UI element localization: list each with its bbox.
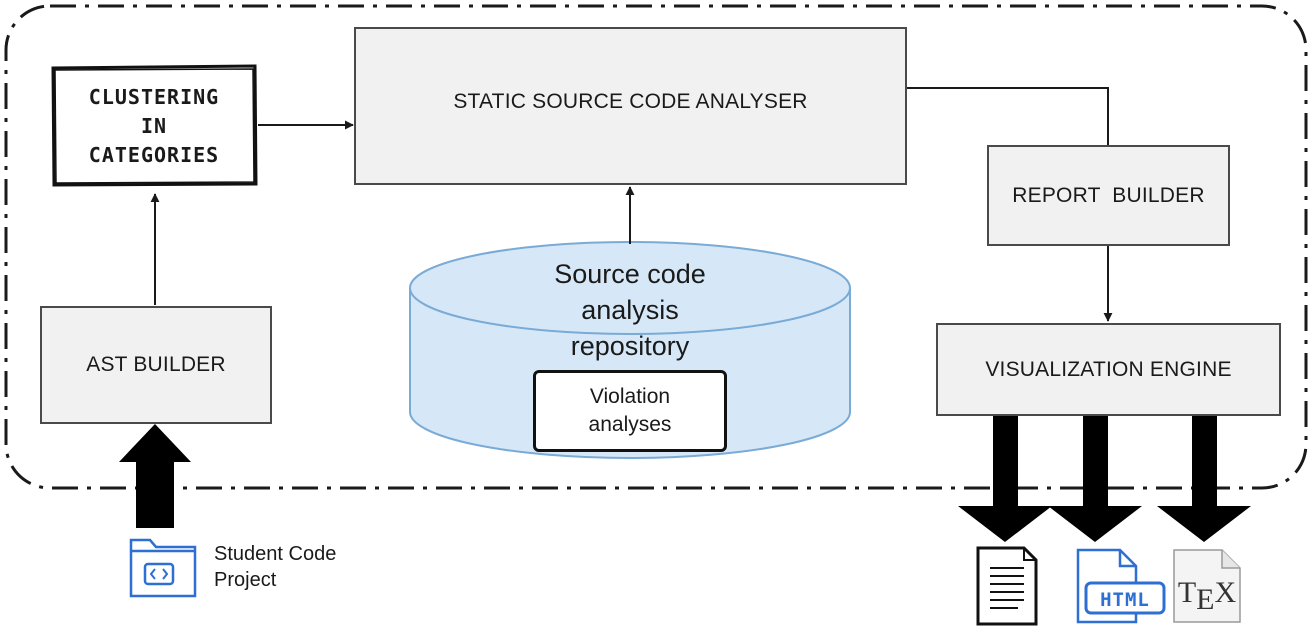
report-builder-label: REPORT BUILDER: [1012, 183, 1205, 207]
violation-analyses-box: Violation analyses: [533, 370, 727, 452]
violation-analyses-label: Violation analyses: [589, 383, 672, 439]
static-analyser-label: STATIC SOURCE CODE ANALYSER: [453, 90, 808, 113]
html-badge-text: HTML: [1100, 589, 1150, 611]
repository-title-line-1: Source code: [554, 259, 706, 289]
clustering-box: CLUSTERING IN CATEGORIES: [50, 64, 258, 188]
static-analyser-box: STATIC SOURCE CODE ANALYSER: [354, 27, 907, 185]
ast-builder-box: AST BUILDER: [40, 306, 272, 424]
html-file-icon: HTML: [1076, 548, 1166, 624]
repository-title-line-2: analysis: [581, 295, 679, 325]
repository-title-line-3: repository: [570, 331, 690, 361]
arrow-analyser-to-report: [907, 87, 1113, 167]
violation-line-1: Violation: [589, 385, 671, 408]
visualization-engine-label: VISUALIZATION ENGINE: [985, 357, 1232, 381]
report-builder-box: REPORT BUILDER: [987, 145, 1230, 246]
tex-file-icon: TEX: [1173, 549, 1241, 623]
ast-builder-label: AST BUILDER: [86, 353, 226, 376]
clustering-line-2: IN: [140, 113, 168, 138]
clustering-line-3: CATEGORIES: [88, 142, 220, 167]
input-big-arrow: [119, 424, 191, 528]
repository-title: Source code analysis repository: [450, 256, 810, 364]
visualization-engine-box: VISUALIZATION ENGINE: [936, 323, 1281, 416]
student-project-line-1: Student Code: [214, 543, 337, 565]
violation-line-2: analyses: [588, 413, 672, 436]
student-project-label: Student Code Project: [214, 541, 336, 593]
document-icon: [976, 546, 1038, 626]
output-arrow-html: [1048, 416, 1142, 542]
clustering-line-1: CLUSTERING: [88, 84, 220, 109]
folder-code-icon: [129, 538, 197, 598]
clustering-box-border: [51, 64, 258, 187]
system-boundary: [4, 4, 1308, 490]
output-arrow-document: [958, 416, 1052, 542]
output-arrow-tex: [1157, 416, 1251, 542]
clustering-label: CLUSTERING IN CATEGORIES: [89, 83, 219, 170]
student-project-line-2: Project: [214, 569, 277, 591]
